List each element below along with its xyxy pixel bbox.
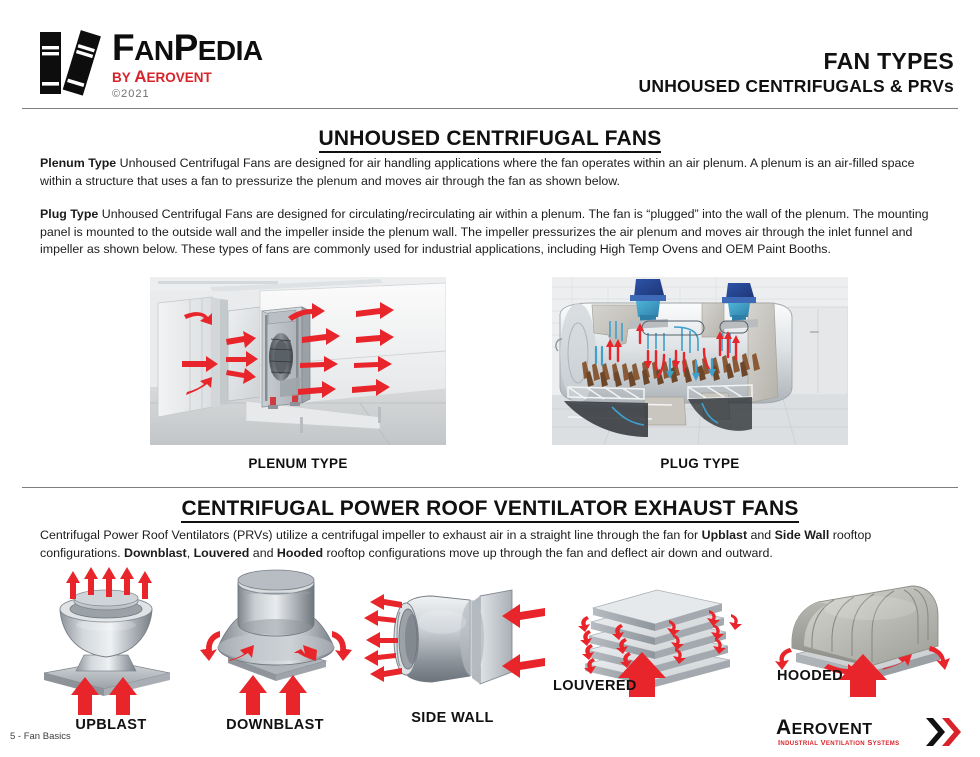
- paragraph-plenum-type: Plenum Type Unhoused Centrifugal Fans ar…: [40, 155, 940, 190]
- sidewall-svg: [364, 589, 545, 685]
- prv-bold-upblast: Upblast: [701, 528, 748, 542]
- upblast-discharge-arrows: [66, 567, 152, 599]
- upblast-fan-illustration: [26, 565, 196, 715]
- logo-sub-erovent: EROVENT: [146, 69, 212, 85]
- prv-bold-sidewall: Side Wall: [774, 528, 830, 542]
- logo-sub-by: BY: [112, 69, 135, 85]
- plug-fan-right: [722, 283, 758, 329]
- louvered-svg: [578, 589, 742, 697]
- footer-page-label: 5 - Fan Basics: [10, 731, 71, 742]
- plug-type-body: Unhoused Centrifugal Fans are designed f…: [40, 207, 929, 257]
- prv-text-2: and: [747, 528, 775, 542]
- prv-text-6: rooftop configurations move up through t…: [323, 545, 773, 560]
- fan-label-hooded: HOODED: [777, 668, 844, 684]
- section-heading-prv-exhaust-fans: CENTRIFUGAL POWER ROOF VENTILATOR EXHAUS…: [0, 497, 980, 523]
- prv-text-3: rooftop configurations.: [40, 528, 872, 560]
- hooded-inlet-arrow: [839, 654, 887, 697]
- prv-bold-hooded: Hooded: [276, 545, 324, 560]
- louver-plates: [584, 589, 731, 687]
- louvered-inlet-arrow: [618, 652, 666, 697]
- header-divider: [22, 108, 958, 109]
- prv-bold-louvered: Louvered: [193, 545, 250, 560]
- sidewall-inlet-arrows: [502, 604, 545, 678]
- logo-sub-text: BY AEROVENT: [112, 66, 212, 86]
- plenum-type-body: Unhoused Centrifugal Fans are designed f…: [40, 156, 915, 188]
- fan-label-downblast: DOWNBLAST: [226, 717, 324, 733]
- upblast-svg: [43, 567, 171, 715]
- fan-label-upblast: UPBLAST: [75, 717, 147, 733]
- prv-bold-downblast: Downblast: [124, 545, 187, 560]
- caption-plenum-type: PLENUM TYPE: [248, 456, 348, 471]
- louvered-deflect-arrows: [578, 610, 742, 674]
- section-divider: [22, 487, 958, 488]
- plug-type-lead: Plug Type: [40, 207, 99, 221]
- hooded-svg: [775, 585, 950, 697]
- fanpedia-logo: FANPEDIA BY AEROVENT ©2021: [34, 24, 263, 100]
- page-title: FAN TYPES: [823, 48, 954, 74]
- hood-ribs: [811, 588, 929, 662]
- downblast-fan-illustration: [190, 565, 360, 715]
- conveyor-parts: [582, 353, 760, 387]
- aerovent-tagline: INDUSTRIAL VENTILATION SYSTEMS: [778, 738, 899, 747]
- header-titles: FAN TYPES UNHOUSED CENTRIFUGALS & PRVs: [639, 48, 954, 97]
- section-heading-unhoused-centrifugal-fans: UNHOUSED CENTRIFUGAL FANS: [0, 127, 980, 153]
- caption-plug-type: PLUG TYPE: [660, 456, 740, 471]
- louvered-fan-illustration: [545, 572, 760, 697]
- hooded-fan-illustration: [762, 572, 977, 697]
- paragraph-prv: Centrifugal Power Roof Ventilators (PRVs…: [40, 527, 940, 562]
- airflow-arrows: [182, 302, 394, 398]
- upblast-inlet-arrows: [71, 677, 137, 715]
- plug-illustration-svg: [552, 277, 848, 445]
- plenum-illustration-svg: [150, 277, 446, 445]
- prv-text-5: and: [249, 545, 277, 560]
- logo-main-an: AN: [134, 35, 174, 66]
- page-header: FANPEDIA BY AEROVENT ©2021 FAN TYPES UNH…: [0, 0, 980, 108]
- books-icon: [40, 30, 101, 96]
- fan-label-sidewall: SIDE WALL: [411, 710, 494, 726]
- recirculation-arrowheads: [606, 323, 740, 369]
- aerovent-wordmark: AEROVENT: [776, 716, 873, 739]
- fan-label-louvered: LOUVERED: [553, 678, 637, 694]
- logo-copyright: ©2021: [112, 88, 150, 101]
- side-wall-fan-illustration: [360, 572, 545, 712]
- prv-text-1: Centrifugal Power Roof Ventilators (PRVs…: [40, 528, 702, 542]
- prv-text-4: ,: [186, 545, 194, 560]
- logo-main-text: FANPEDIA: [112, 27, 263, 68]
- plenum-type-lead: Plenum Type: [40, 156, 117, 170]
- logo-wordmark: FANPEDIA BY AEROVENT ©2021: [112, 24, 263, 100]
- sidewall-discharge-arrows: [364, 594, 402, 682]
- downblast-deflect-arrows: [200, 631, 352, 661]
- aerovent-chevrons: [926, 718, 961, 746]
- plenum-type-cutaway-illustration: [150, 277, 446, 445]
- downblast-svg: [200, 569, 352, 715]
- aerovent-footer-logo: AEROVENT INDUSTRIAL VENTILATION SYSTEMS: [776, 714, 972, 754]
- paragraph-plug-type: Plug Type Unhoused Centrifugal Fans are …: [40, 206, 940, 259]
- downblast-inlet-arrows: [239, 675, 307, 715]
- page-subtitle: UNHOUSED CENTRIFUGALS & PRVs: [638, 76, 954, 97]
- logo-main-edia: EDIA: [197, 35, 263, 66]
- section-heading-1-text: UNHOUSED CENTRIFUGAL FANS: [318, 127, 662, 153]
- plug-type-oven-cutaway-illustration: [552, 277, 848, 445]
- section-heading-2-text: CENTRIFUGAL POWER ROOF VENTILATOR EXHAUS…: [181, 497, 799, 523]
- aerovent-logo-svg: AEROVENT INDUSTRIAL VENTILATION SYSTEMS: [776, 716, 961, 747]
